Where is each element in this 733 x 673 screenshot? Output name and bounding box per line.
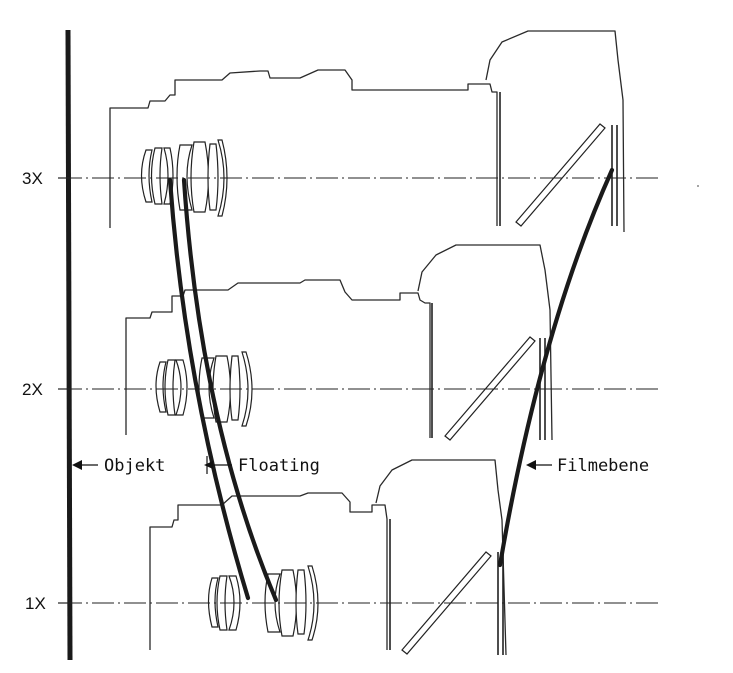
lens-barrel-1x <box>149 492 388 650</box>
objekt-lens-travel-curve <box>167 177 251 601</box>
label-1x: 1X <box>25 594 46 613</box>
config-3x <box>58 30 662 233</box>
film-plane-travel-curve <box>497 167 615 568</box>
lens-barrel-2x <box>125 279 431 438</box>
camera-body-2x <box>417 244 553 441</box>
label-3x: 3X <box>22 169 43 188</box>
reflex-mirror-3x <box>515 123 606 227</box>
reflex-mirror-1x <box>401 551 492 655</box>
lens-group-3x <box>140 139 228 217</box>
object-plane-bar <box>65 29 73 661</box>
objekt-callout: Objekt <box>72 456 165 476</box>
floating-element-travel-curve <box>181 177 279 603</box>
objekt-label: Objekt <box>104 456 165 476</box>
camera-body-3x <box>485 30 625 233</box>
label-2x: 2X <box>22 380 43 399</box>
config-1x <box>58 459 662 656</box>
filmebene-label: Filmebene <box>557 456 649 476</box>
speck-mark <box>697 185 699 187</box>
floating-label: Floating <box>238 456 320 476</box>
config-2x <box>58 244 662 441</box>
lens-group-2x <box>155 351 253 427</box>
floating-callout: Floating <box>204 456 320 476</box>
lens-barrel-3x <box>109 69 498 228</box>
reflex-mirror-2x <box>444 336 536 441</box>
camera-body-1x <box>375 459 507 656</box>
filmebene-callout: Filmebene <box>526 456 649 476</box>
